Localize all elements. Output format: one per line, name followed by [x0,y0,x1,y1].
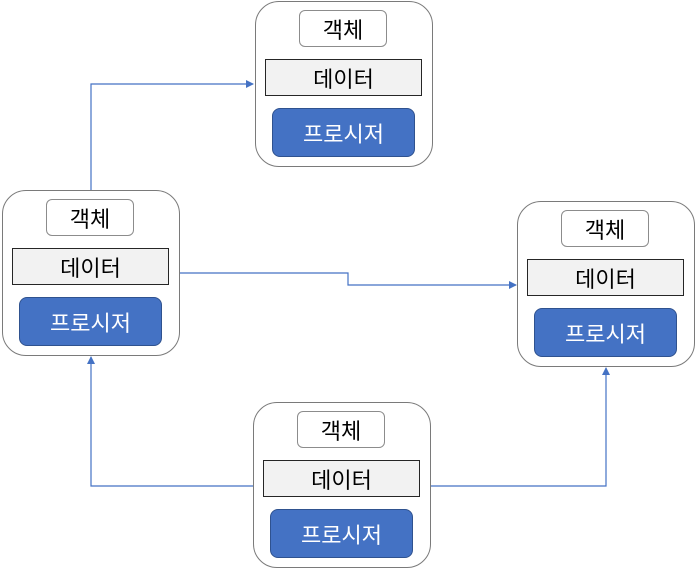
data-box: 데이터 [527,259,684,296]
procedure-box: 프로시저 [272,108,415,157]
object-title: 객체 [299,10,387,47]
object-card-bottom: 객체 데이터 프로시저 [253,402,431,568]
connector-bottom-to-right [431,367,610,487]
data-box: 데이터 [263,460,420,497]
procedure-box: 프로시저 [270,509,413,558]
connector-bottom-to-left [87,356,253,487]
data-box: 데이터 [265,59,422,96]
object-title: 객체 [46,199,134,236]
object-card-left: 객체 데이터 프로시저 [2,190,180,356]
data-box: 데이터 [12,248,169,285]
object-card-top: 객체 데이터 프로시저 [255,1,433,167]
object-card-right: 객체 데이터 프로시저 [517,201,695,367]
procedure-box: 프로시저 [19,297,162,346]
object-title: 객체 [297,411,385,448]
procedure-box: 프로시저 [534,308,677,357]
object-title: 객체 [561,210,649,247]
connector-left-to-right [180,272,517,289]
connector-left-to-top [90,80,254,190]
